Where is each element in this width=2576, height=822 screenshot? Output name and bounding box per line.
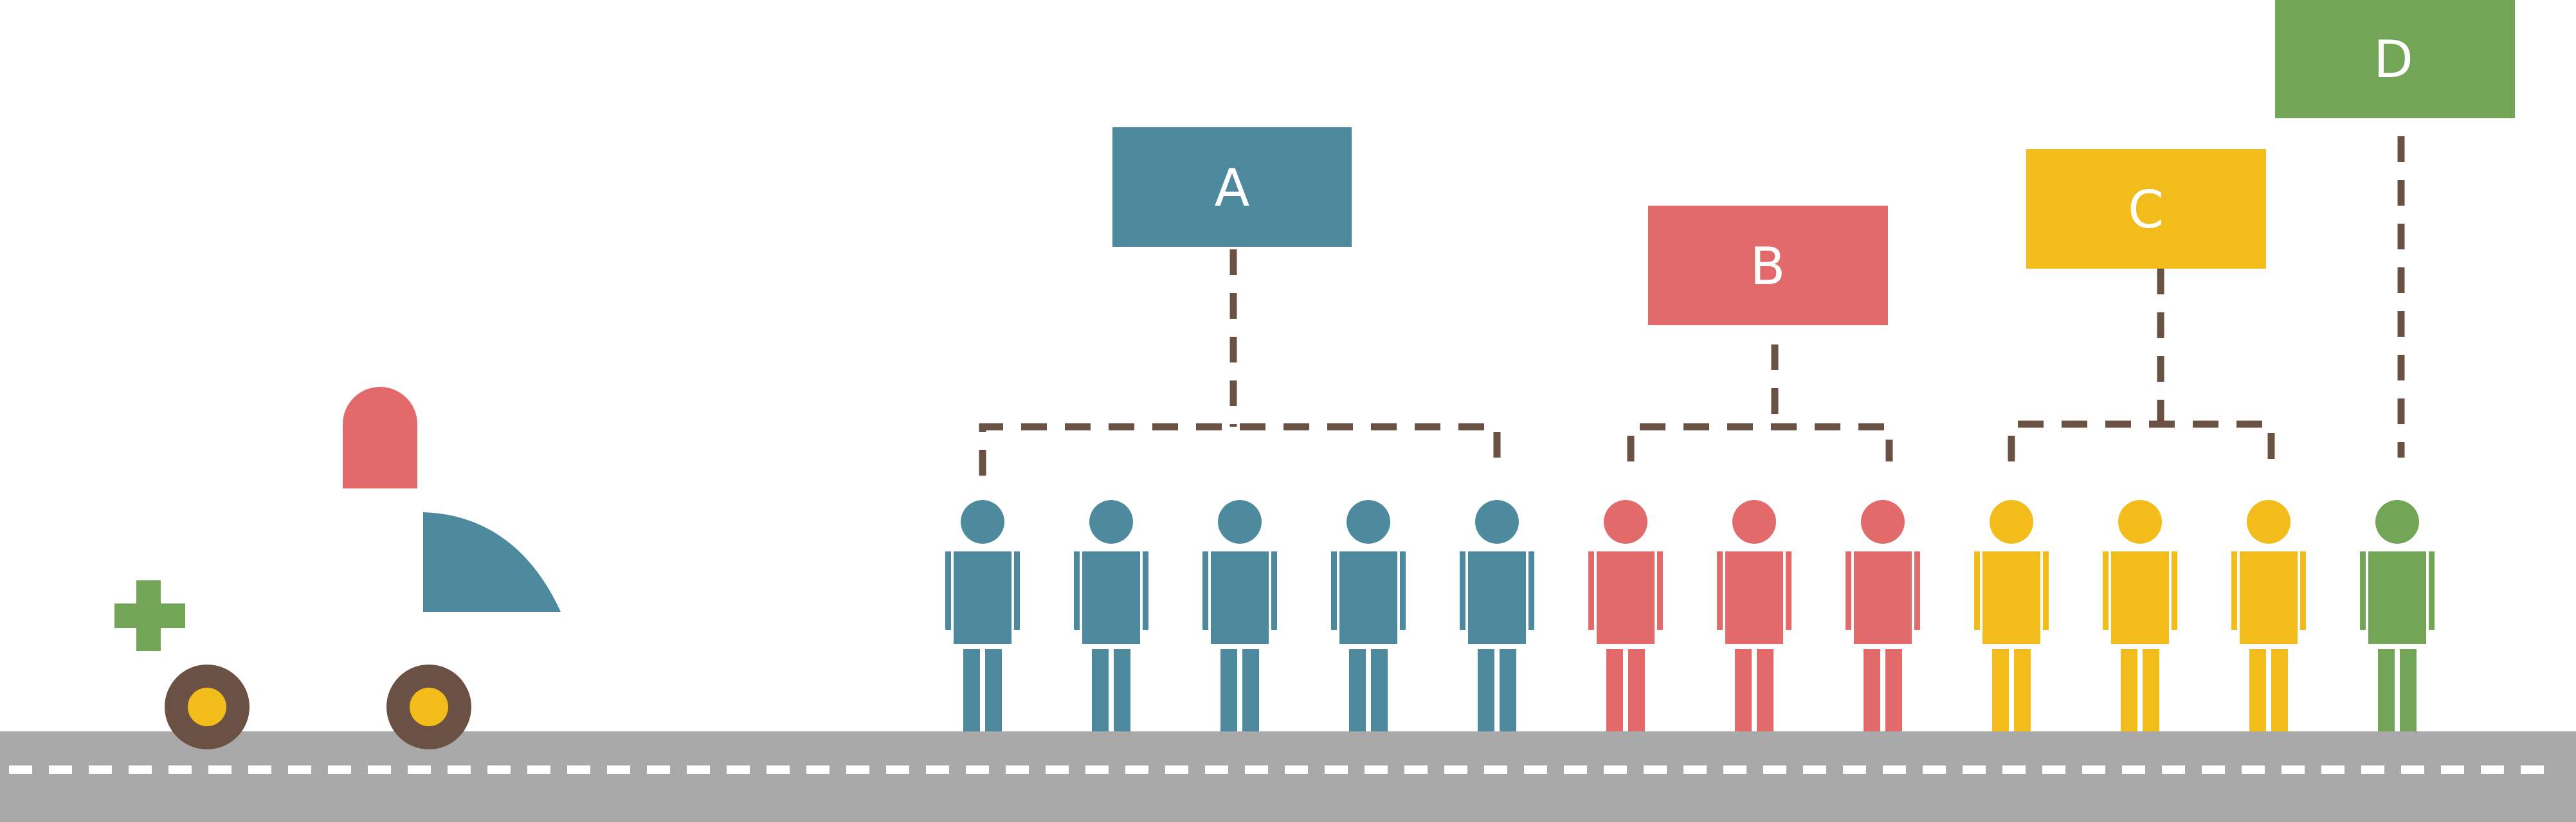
road-dash — [49, 765, 72, 774]
road-dash — [1644, 765, 1667, 774]
road-dash — [2162, 765, 2185, 774]
front-wheel — [165, 665, 249, 749]
road-dash — [248, 765, 271, 774]
road-dash — [527, 765, 550, 774]
person-icon — [1460, 500, 1534, 731]
road-dash — [1404, 765, 1428, 774]
person-icon — [945, 500, 1020, 731]
road-dash — [288, 765, 311, 774]
road-dash — [2042, 765, 2065, 774]
medical-cross-icon — [114, 580, 185, 651]
road-dash — [806, 765, 830, 774]
road-center-dashes — [9, 765, 2544, 774]
road-dash — [1205, 765, 1228, 774]
group-box-a: A — [1112, 127, 1352, 247]
group-box-b: B — [1648, 206, 1888, 325]
road-dash — [1843, 765, 1866, 774]
road-dash — [1883, 765, 1906, 774]
person-icon — [1074, 500, 1148, 731]
ambulance — [114, 387, 561, 749]
road-dash — [2361, 765, 2384, 774]
road-dash — [2242, 765, 2265, 774]
connector-a-bracket — [979, 423, 1501, 476]
road-dash — [1803, 765, 1826, 774]
road-dash — [408, 765, 431, 774]
road-dash — [727, 765, 750, 774]
road-dash — [766, 765, 790, 774]
road-surface — [0, 731, 2576, 822]
person-icon — [1588, 500, 1663, 731]
person-icon — [1202, 500, 1277, 731]
connector-b-bracket — [1627, 423, 1893, 461]
road-dash — [2481, 765, 2504, 774]
road-dash — [2281, 765, 2305, 774]
road — [0, 731, 2576, 822]
siren-light — [343, 387, 417, 488]
road-dash — [208, 765, 231, 774]
vehicle-body — [423, 512, 561, 612]
road-dash — [2202, 765, 2225, 774]
road-dash — [129, 765, 152, 774]
road-dash — [1165, 765, 1188, 774]
person-icon — [2103, 500, 2177, 731]
road-dash — [9, 765, 32, 774]
road-dash — [1365, 765, 1388, 774]
group-box-c: C — [2026, 149, 2266, 269]
road-dash — [1245, 765, 1268, 774]
road-dash — [1524, 765, 1547, 774]
road-dash — [926, 765, 949, 774]
road-dash — [368, 765, 391, 774]
connector-c-bracket — [2008, 420, 2275, 461]
road-dash — [687, 765, 710, 774]
road-dash — [1006, 765, 1029, 774]
road-dash — [1125, 765, 1148, 774]
road-dash — [2521, 765, 2544, 774]
road-dash — [2002, 765, 2026, 774]
road-dash — [1085, 765, 1109, 774]
road-dash — [647, 765, 670, 774]
road-dash — [966, 765, 989, 774]
road-dash — [1325, 765, 1348, 774]
person-icon — [2231, 500, 2306, 731]
road-dash — [1564, 765, 1587, 774]
road-dash — [168, 765, 192, 774]
group-label-a: A — [1215, 158, 1250, 218]
person-icon — [1974, 500, 2049, 731]
road-dash — [448, 765, 471, 774]
road-dash — [1046, 765, 1069, 774]
road-dash — [1683, 765, 1707, 774]
road-dash — [328, 765, 351, 774]
road-dash — [1963, 765, 1986, 774]
road-dash — [1444, 765, 1467, 774]
road-dash — [1604, 765, 1627, 774]
road-dash — [567, 765, 590, 774]
rear-wheel — [386, 665, 471, 749]
group-connectors — [979, 136, 2405, 476]
road-dash — [1484, 765, 1507, 774]
road-dash — [2401, 765, 2424, 774]
group-label-c: C — [2128, 180, 2164, 240]
person-icon — [1331, 500, 1406, 731]
road-dash — [1923, 765, 1946, 774]
road-dash — [607, 765, 630, 774]
road-dash — [89, 765, 112, 774]
people-row — [945, 500, 2435, 731]
road-dash — [2122, 765, 2145, 774]
road-dash — [2321, 765, 2345, 774]
road-dash — [1285, 765, 1308, 774]
group-label-b: B — [1750, 237, 1786, 296]
road-dash — [846, 765, 869, 774]
road-dash — [2082, 765, 2105, 774]
person-icon — [1717, 500, 1791, 731]
person-icon — [1846, 500, 1920, 731]
road-dash — [1763, 765, 1786, 774]
group-label-d: D — [2373, 30, 2413, 89]
road-dash — [1723, 765, 1746, 774]
group-box-d: D — [2275, 0, 2515, 118]
road-dash — [886, 765, 909, 774]
person-icon — [2360, 500, 2435, 731]
road-dash — [2441, 765, 2464, 774]
road-dash — [487, 765, 511, 774]
